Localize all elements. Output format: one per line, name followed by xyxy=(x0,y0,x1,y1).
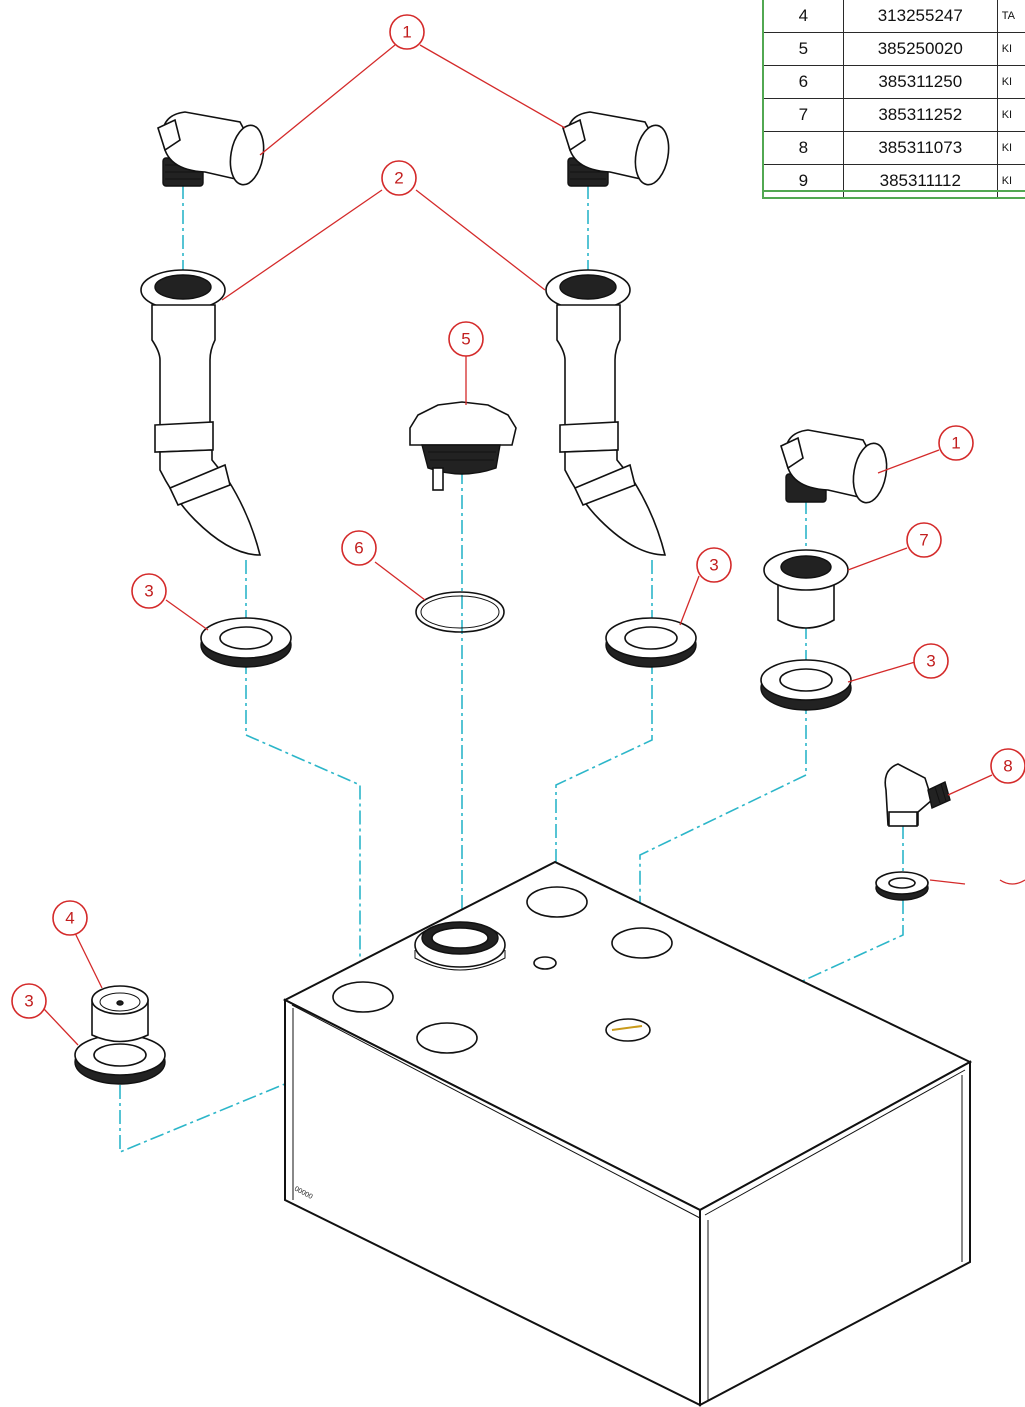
balloon-item-6: 6 xyxy=(341,530,377,566)
fill-tube-left xyxy=(140,269,262,556)
fill-tube-right xyxy=(545,269,667,556)
balloon-item-1-top: 1 xyxy=(389,14,425,50)
balloon-item-3-right: 3 xyxy=(913,643,949,679)
balloon-item-3-bottom: 3 xyxy=(11,983,47,1019)
tank-port-hole xyxy=(611,927,673,959)
tank-filler-neck xyxy=(414,921,506,971)
svg-text:8: 8 xyxy=(1003,757,1012,776)
svg-text:1: 1 xyxy=(951,434,960,453)
balloon-item-5: 5 xyxy=(448,321,484,357)
centerline-right-tube xyxy=(555,560,653,900)
tank-port-hole xyxy=(332,981,394,1013)
svg-text:3: 3 xyxy=(926,652,935,671)
balloon-item-8: 8 xyxy=(990,748,1025,784)
balloon-item-3-left: 3 xyxy=(131,573,167,609)
balloon-item-2-top: 2 xyxy=(381,160,417,196)
svg-text:5: 5 xyxy=(461,330,470,349)
svg-text:4: 4 xyxy=(65,909,74,928)
filler-cap xyxy=(409,401,517,491)
tank-port-hole xyxy=(526,886,588,918)
bushing xyxy=(763,549,849,629)
tank-body: 00000 xyxy=(282,860,973,1407)
svg-text:3: 3 xyxy=(144,582,153,601)
svg-text:2: 2 xyxy=(394,169,403,188)
elbow-fitting-left xyxy=(157,111,265,187)
svg-text:3: 3 xyxy=(24,992,33,1011)
vent-elbow xyxy=(875,763,951,901)
balloon-item-1-right: 1 xyxy=(938,425,974,461)
leader-lines xyxy=(43,44,1025,1046)
grommet-right xyxy=(760,659,852,711)
svg-text:3: 3 xyxy=(709,556,718,575)
balloon-item-4: 4 xyxy=(52,900,88,936)
grommet-middle xyxy=(605,617,697,668)
tank-side-face xyxy=(699,1060,971,1407)
balloon-item-3-middle: 3 xyxy=(696,547,732,583)
o-ring xyxy=(415,591,505,633)
svg-text:7: 7 xyxy=(919,531,928,550)
vent-grommet xyxy=(875,871,929,901)
plug xyxy=(91,985,149,1043)
grommet-bottom xyxy=(74,1034,166,1085)
tank-sender-hole xyxy=(605,1018,651,1042)
svg-text:1: 1 xyxy=(402,23,411,42)
grommet-left xyxy=(200,617,292,668)
tank-port-hole xyxy=(416,1022,478,1054)
centerline-right-fitting-7 xyxy=(639,500,807,935)
elbow-fitting-right xyxy=(562,111,670,187)
svg-text:6: 6 xyxy=(354,539,363,558)
elbow-fitting-side xyxy=(780,429,888,504)
tank-vent-hole xyxy=(533,956,557,970)
balloon-item-7: 7 xyxy=(906,522,942,558)
